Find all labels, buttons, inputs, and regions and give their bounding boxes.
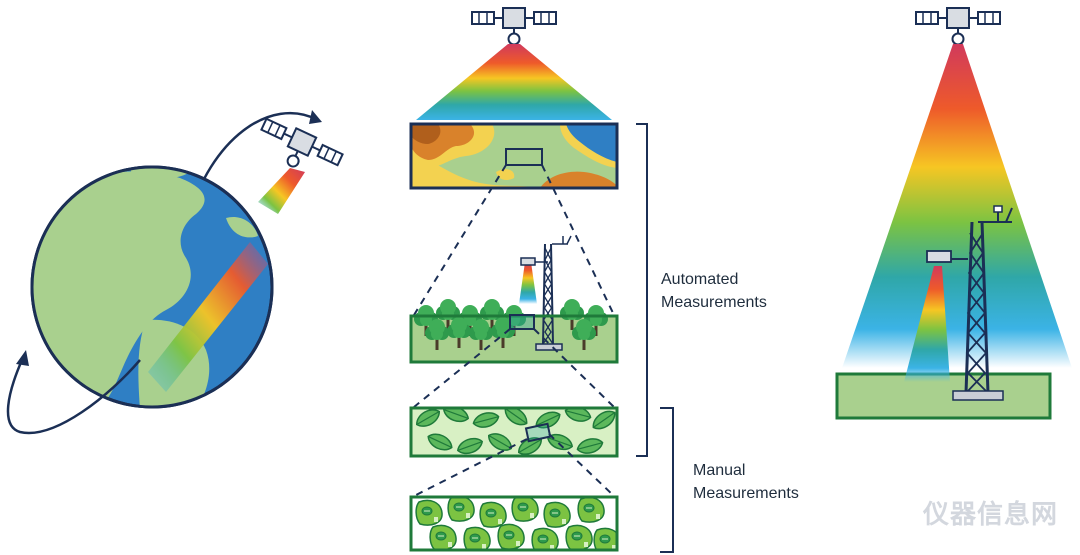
satellite-icon <box>915 7 1001 46</box>
watermark-logo: 仪器信息网 <box>922 500 1058 530</box>
plant-cell-panel <box>409 495 619 552</box>
automated-label-line1: Automated <box>661 271 739 288</box>
manual-bracket <box>660 407 674 553</box>
satellite-icon <box>471 7 557 46</box>
manual-label-line1: Manual <box>693 462 746 479</box>
satellite-beam-center <box>416 44 612 120</box>
flux-tower-icon <box>926 205 1013 401</box>
tower-sensor-beam <box>904 266 950 382</box>
forest-panel <box>409 235 619 364</box>
satellite-beam-right <box>842 44 1072 368</box>
leaf-panel <box>409 406 619 458</box>
globe-satellite-beam <box>258 168 305 214</box>
automated-bracket <box>636 123 648 457</box>
globe-icon <box>6 110 322 435</box>
automated-label-line2: Measurements <box>661 294 767 311</box>
terrain-map-panel <box>409 122 619 190</box>
manual-label-line2: Measurements <box>693 485 799 502</box>
flux-tower-icon <box>520 235 572 351</box>
